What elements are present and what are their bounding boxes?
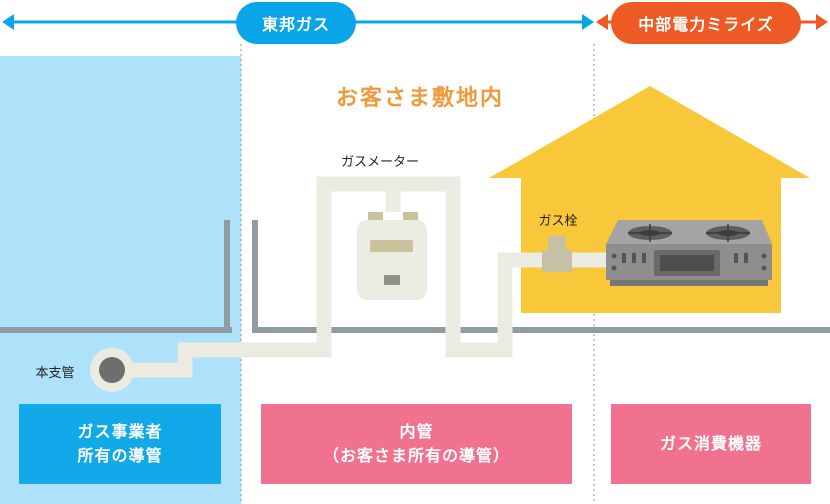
internal-pipe-box: 内管 （お客さま所有の導管） <box>261 404 572 484</box>
gas-meter-icon <box>357 212 427 300</box>
main-pipe-label: 本支管 <box>35 366 75 381</box>
gas-meter-label: ガスメーター <box>340 155 419 170</box>
chubu-electric-miraiz-badge: 中部電力ミライズ <box>611 2 801 44</box>
gas-stove-icon <box>606 220 772 286</box>
main-pipe-icon <box>90 348 134 392</box>
box-line: 所有の導管 <box>77 446 163 465</box>
premises-title: お客さま敷地内 <box>335 86 504 111</box>
gas-valve-icon <box>542 236 572 272</box>
toho-gas-badge: 東邦ガス <box>236 2 356 44</box>
box-line: ガス消費機器 <box>659 434 762 453</box>
box-line: ガス事業者 <box>77 422 163 441</box>
gas-valve-label: ガス栓 <box>538 214 578 229</box>
ground-lines <box>0 220 830 333</box>
gas-pipe <box>112 176 545 378</box>
gas-company-pipe-box: ガス事業者 所有の導管 <box>19 404 221 484</box>
box-line: （お客さま所有の導管） <box>322 446 510 465</box>
box-line: 内管 <box>399 422 434 441</box>
gas-appliance-box: ガス消費機器 <box>611 404 811 484</box>
